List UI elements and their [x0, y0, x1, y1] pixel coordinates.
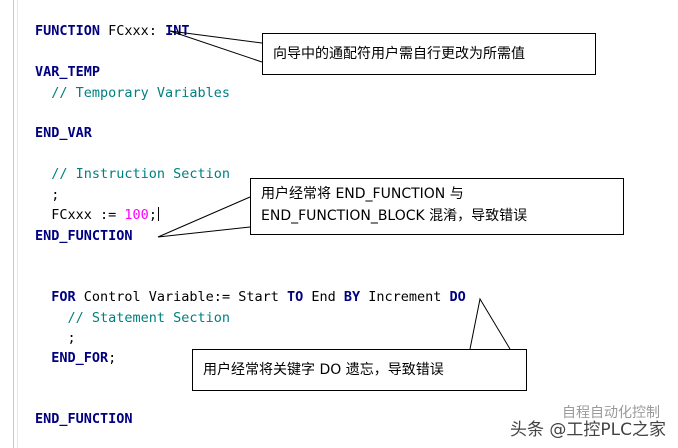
- callout-wildcard: 向导中的通配符用户需自行更改为所需值: [262, 33, 596, 75]
- code-line-temp-comment: // Temporary Variables: [35, 84, 230, 102]
- callout-end-function-line2: END_FUNCTION_BLOCK 混淆，导致错误: [261, 208, 528, 224]
- callout-wildcard-text: 向导中的通配符用户需自行更改为所需值: [273, 46, 525, 62]
- keyword-end-function: END_FUNCTION: [35, 228, 133, 244]
- code-line-end-function-2: END_FUNCTION: [35, 410, 133, 428]
- keyword-end-for: END_FOR: [35, 350, 109, 366]
- function-name: FCxxx: [100, 23, 149, 39]
- code-line-for: FOR Control Variable:= Start TO End BY I…: [35, 288, 466, 306]
- callout-end-function: 用户经常将 END_FUNCTION 与 END_FUNCTION_BLOCK …: [250, 178, 624, 235]
- code-line-function-header: FUNCTION FCxxx: INT: [35, 22, 189, 40]
- keyword-to: TO: [286, 289, 304, 305]
- end-for-semicolon: ;: [108, 350, 117, 366]
- keyword-end-function-final: END_FUNCTION: [35, 411, 133, 427]
- callout-do: 用户经常将关键字 DO 遗忘，导致错误: [192, 349, 527, 391]
- code-line-semicolon: ;: [35, 186, 59, 204]
- code-line-assignment: FCxxx := 100;: [35, 206, 159, 224]
- keyword-var-temp: VAR_TEMP: [35, 64, 101, 80]
- keyword-end-var: END_VAR: [35, 125, 92, 141]
- for-end-value: End: [303, 289, 344, 305]
- assign-value: 100: [124, 207, 149, 223]
- code-line-end-for: END_FOR;: [35, 349, 116, 367]
- return-separator: :: [148, 23, 166, 39]
- comment-temporary-variables: // Temporary Variables: [35, 85, 231, 101]
- keyword-by: BY: [343, 289, 361, 305]
- for-control-variable: Control Variable:= Start: [75, 289, 287, 305]
- callout-do-text: 用户经常将关键字 DO 遗忘，导致错误: [203, 362, 444, 378]
- callout-end-function-line1: 用户经常将 END_FUNCTION 与: [261, 186, 464, 202]
- assign-operator: :=: [100, 207, 125, 223]
- code-line-instruction-comment: // Instruction Section: [35, 165, 230, 183]
- assign-end: ;: [148, 207, 157, 223]
- editor-gutter-line-secondary: [17, 0, 18, 448]
- code-line-end-var: END_VAR: [35, 124, 92, 142]
- code-line-var-temp: VAR_TEMP: [35, 63, 100, 81]
- comment-instruction-section: // Instruction Section: [35, 166, 231, 182]
- code-line-end-function-1: END_FUNCTION: [35, 227, 133, 245]
- watermark-main: 头条 @工控PLC之家: [510, 420, 666, 440]
- keyword-function: FUNCTION: [35, 23, 101, 39]
- keyword-for: FOR: [35, 289, 76, 305]
- return-type: INT: [165, 23, 190, 39]
- code-line-statement-comment: // Statement Section: [35, 309, 231, 327]
- watermark-faded: 自程自动化控制: [562, 405, 660, 421]
- empty-statement: ;: [35, 187, 60, 203]
- empty-statement-2: ;: [35, 330, 76, 346]
- comment-statement-section: // Statement Section: [35, 310, 231, 326]
- keyword-do: DO: [449, 289, 466, 305]
- text-cursor: [157, 207, 159, 221]
- leader-do: [469, 297, 511, 350]
- for-increment: Increment: [360, 289, 450, 305]
- assign-target: FCxxx: [35, 207, 101, 223]
- leader-end-function: [157, 196, 251, 238]
- code-line-semicolon-2: ;: [35, 329, 76, 347]
- editor-gutter-line: [13, 0, 14, 448]
